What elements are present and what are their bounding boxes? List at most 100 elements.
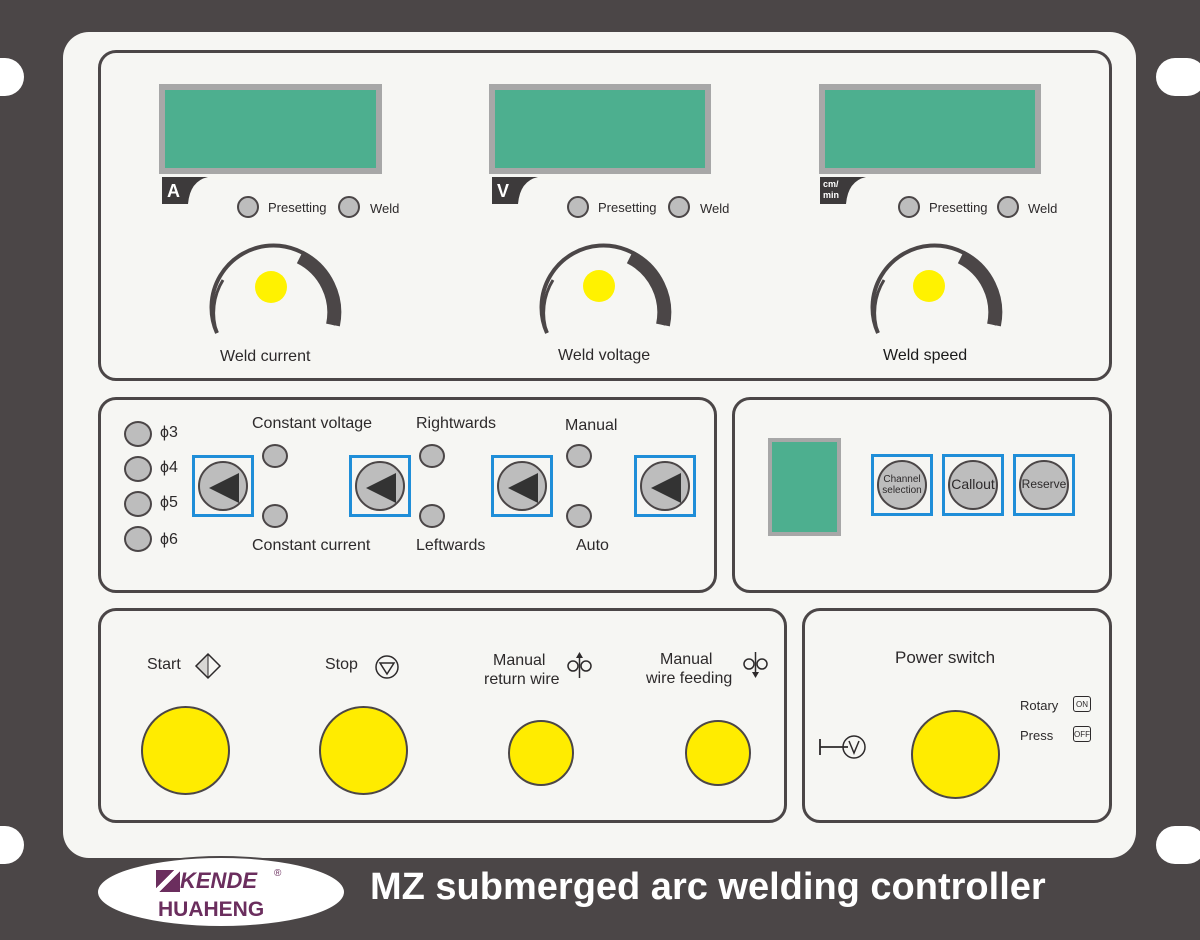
current-knob[interactable] [255, 271, 287, 303]
channel-selection-line2: selection [882, 485, 922, 496]
off-indicator: OFF [1073, 726, 1091, 742]
stop-label: Stop [325, 656, 358, 673]
callout-label: Callout [951, 476, 995, 493]
voltage-display [489, 84, 711, 174]
power-switch-label: Power switch [895, 648, 996, 667]
wire-diameter-4-led [124, 456, 152, 482]
speed-knob[interactable] [913, 270, 945, 302]
wire-diameter-3-led [124, 421, 152, 447]
wire-return-icon [567, 652, 592, 678]
left-arrow-icon [366, 473, 396, 503]
start-icon [194, 652, 222, 680]
voltage-presetting-led [567, 196, 589, 218]
current-unit-label: A [162, 177, 188, 204]
mode-panel [98, 397, 717, 593]
mounting-slot-top-left [0, 58, 24, 96]
constant-current-led [262, 504, 288, 528]
speed-unit-bottom: min [823, 190, 840, 200]
wire-diameter-6-led [124, 526, 152, 552]
leftwards-led [419, 504, 445, 528]
channel-display [768, 438, 841, 536]
stop-icon [375, 655, 399, 679]
channel-selection-line1: Channel [883, 474, 921, 485]
huaheng-logo-text: HUAHENG [158, 898, 265, 921]
speed-knob-label: Weld speed [883, 347, 968, 364]
left-arrow-icon [508, 473, 538, 503]
voltage-unit-label: V [492, 177, 518, 204]
wire-diameter-3-label: ϕ3 [160, 424, 178, 441]
rightwards-led [419, 444, 445, 468]
characteristic-select-button[interactable] [349, 455, 411, 517]
wire-diameter-6-label: ϕ6 [160, 531, 178, 548]
reserve-button[interactable]: Reserve [1013, 454, 1075, 516]
current-presetting-led [237, 196, 259, 218]
wire-diameter-5-led [124, 491, 152, 517]
speed-unit-top: cm/ [823, 179, 839, 189]
meters-panel [98, 50, 1112, 381]
auto-led [566, 504, 592, 528]
callout-button[interactable]: Callout [942, 454, 1004, 516]
start-button[interactable] [141, 706, 230, 795]
channel-panel [732, 397, 1112, 593]
current-knob-label: Weld current [220, 348, 311, 365]
leftwards-label: Leftwards [416, 537, 486, 554]
wire-diameter-5-label: ϕ5 [160, 494, 178, 511]
stop-button[interactable] [319, 706, 408, 795]
wire-diameter-4-label: ϕ4 [160, 459, 178, 476]
press-label: Press [1020, 728, 1054, 743]
unit-tab-curve [516, 177, 538, 204]
current-presetting-label: Presetting [268, 200, 327, 215]
speed-presetting-led [898, 196, 920, 218]
manual-return-wire-label-1: Manual [493, 652, 546, 669]
power-switch-button[interactable] [911, 710, 1000, 799]
speed-display [819, 84, 1041, 174]
channel-selection-button[interactable]: Channel selection [871, 454, 933, 516]
on-indicator: ON [1073, 696, 1091, 712]
unit-tab-curve [844, 177, 866, 204]
manual-label: Manual [565, 417, 618, 434]
constant-voltage-led [262, 444, 288, 468]
power-input-icon [819, 735, 866, 759]
voltage-knob[interactable] [583, 270, 615, 302]
brand-logo: KENDE ® HUAHENG [96, 856, 346, 928]
speed-knob-arc-icon [870, 243, 1003, 334]
operation-mode-select-button[interactable] [634, 455, 696, 517]
auto-label: Auto [576, 537, 609, 554]
wire-feeding-icon [743, 652, 768, 678]
voltage-knob-arc-icon [539, 243, 672, 334]
voltage-presetting-label: Presetting [598, 200, 657, 215]
manual-led [566, 444, 592, 468]
registered-mark: ® [274, 868, 282, 879]
manual-return-wire-button[interactable] [508, 720, 574, 786]
unit-tab-curve [186, 177, 208, 204]
current-weld-label: Weld [370, 201, 400, 216]
left-arrow-icon [209, 473, 239, 503]
mounting-slot-bottom-left [0, 826, 24, 864]
product-title: MZ submerged arc welding controller [370, 866, 1046, 908]
speed-weld-label: Weld [1028, 201, 1058, 216]
mounting-slot-bottom-right [1156, 826, 1200, 864]
direction-select-button[interactable] [491, 455, 553, 517]
constant-current-label: Constant current [252, 537, 371, 554]
voltage-knob-label: Weld voltage [558, 347, 651, 364]
wire-diameter-select-button[interactable] [192, 455, 254, 517]
rotary-label: Rotary [1020, 698, 1059, 713]
manual-wire-feeding-button[interactable] [685, 720, 751, 786]
operation-panel [98, 608, 787, 823]
current-display [159, 84, 382, 174]
start-label: Start [147, 656, 181, 673]
speed-weld-led [997, 196, 1019, 218]
speed-unit-label: cm/ min [820, 177, 846, 204]
power-panel [802, 608, 1112, 823]
current-weld-led [338, 196, 360, 218]
rightwards-label: Rightwards [416, 415, 497, 432]
kende-logo-text: KENDE [180, 868, 258, 893]
speed-presetting-label: Presetting [929, 200, 988, 215]
voltage-weld-led [668, 196, 690, 218]
manual-return-wire-label-2: return wire [484, 671, 560, 688]
reserve-label: Reserve [1021, 477, 1067, 492]
left-arrow-icon [651, 473, 681, 503]
mounting-slot-top-right [1156, 58, 1200, 96]
manual-wire-feeding-label-1: Manual [660, 651, 713, 668]
kende-logo-mark [156, 870, 180, 892]
